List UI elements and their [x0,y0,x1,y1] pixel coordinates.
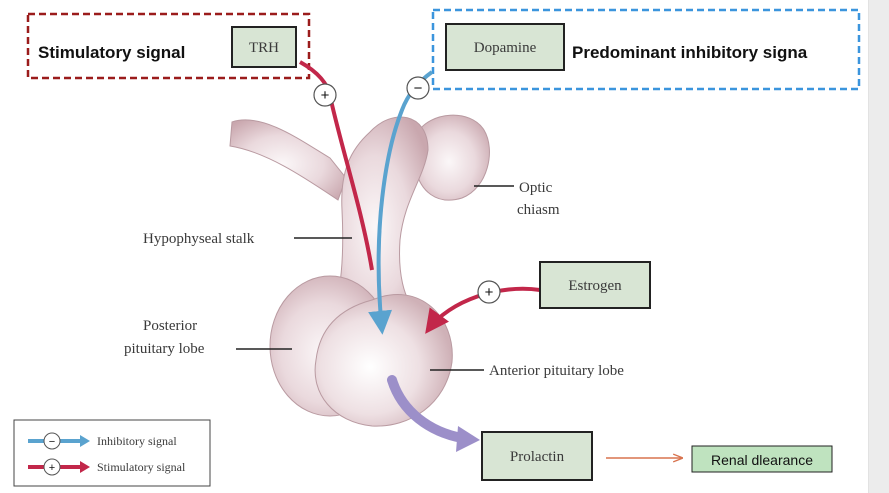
inhibitory-signal-label: Predominant inhibitory signa [572,43,808,62]
legend-inhibitory-label: Inhibitory signal [97,434,177,448]
estrogen-plus-sign: + [485,284,494,301]
prolactin-arrowhead [456,426,480,452]
stimulatory-signal-label: Stimulatory signal [38,43,185,62]
stalk-label: Hypophyseal stalk [143,231,255,247]
posterior-label-line1: Posterior [143,318,197,334]
renal-clearance-label: Renal dlearance [711,452,813,468]
optic-label-line1: Optic [519,180,553,196]
trh-plus-sign: + [321,87,330,104]
prolactin-label: Prolactin [510,449,565,465]
estrogen-label: Estrogen [568,278,622,294]
dopamine-label: Dopamine [474,40,537,56]
posterior-label-line2: pituitary lobe [124,341,205,357]
vertical-scrollbar[interactable] [868,0,889,493]
legend-box [14,420,210,486]
legend-minus-sign: − [49,436,55,448]
optic-label-line2: chiasm [517,202,560,218]
pituitary-gland [230,115,489,426]
trh-label: TRH [249,40,279,56]
anterior-label: Anterior pituitary lobe [489,363,624,379]
legend: − Inhibitory signal + Stimulatory signal [14,420,210,486]
legend-stimulatory-label: Stimulatory signal [97,460,186,474]
legend-plus-sign: + [49,462,55,474]
dopamine-minus-sign: − [414,80,423,97]
